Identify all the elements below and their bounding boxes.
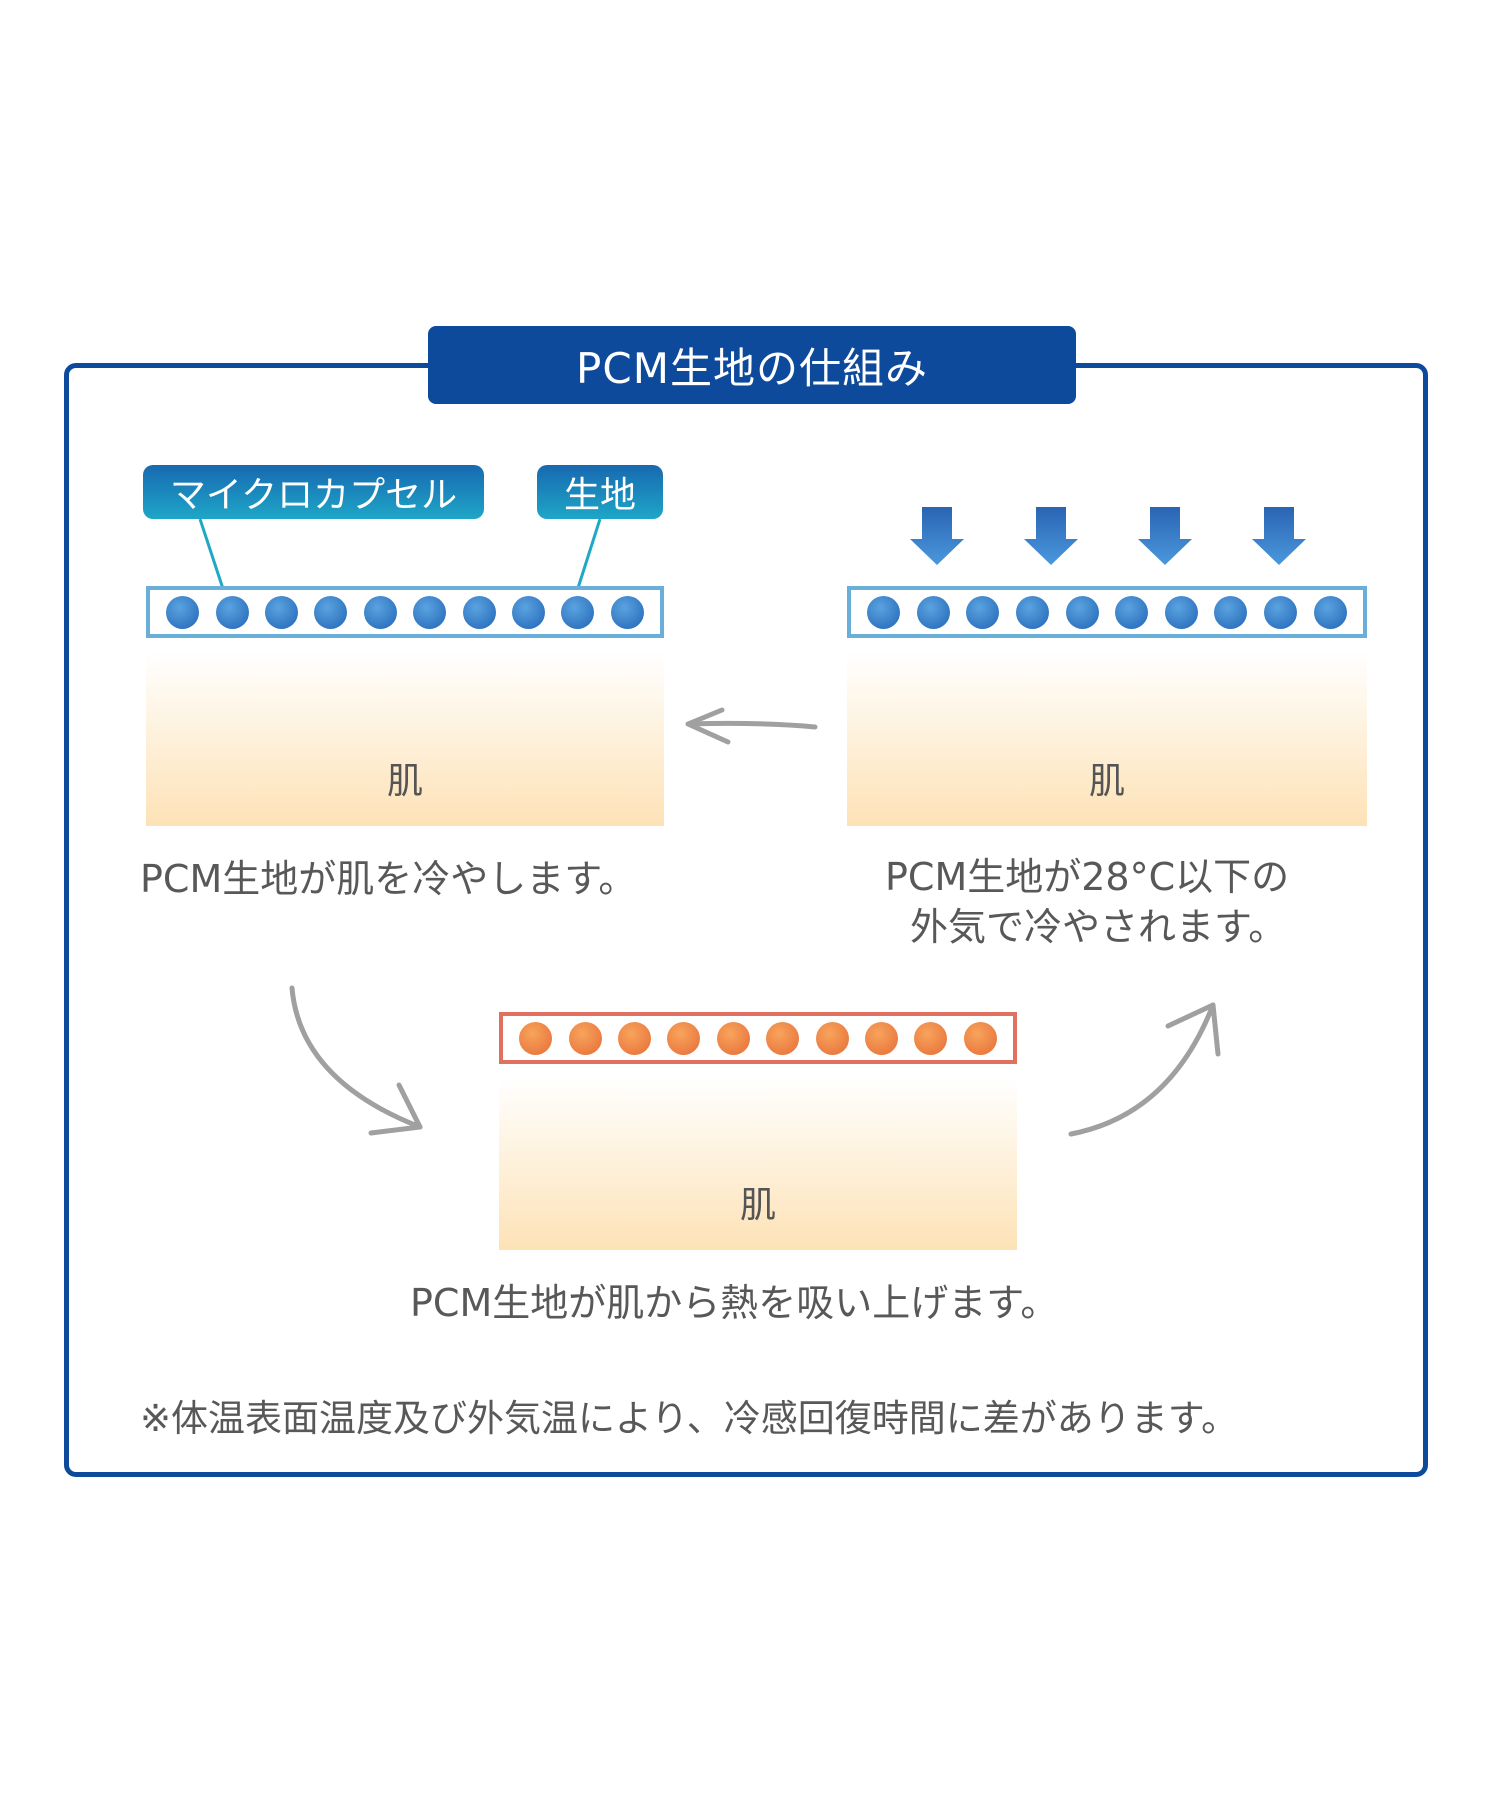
skin-label-right: 肌: [1088, 761, 1125, 802]
microcapsule-dot: [864, 1021, 898, 1055]
fabric-layer-left: [146, 586, 664, 638]
microcapsule-dot: [166, 595, 200, 629]
microcapsule-dot: [561, 595, 595, 629]
microcapsule-dot: [914, 1021, 948, 1055]
microcapsule-dot: [1164, 595, 1198, 629]
microcapsule-dot: [314, 595, 348, 629]
caption-cooled-by-air-line1: PCM生地が28°C以下の: [885, 855, 1290, 899]
microcapsule-dot: [1313, 595, 1347, 629]
skin-block-right: 肌: [847, 652, 1367, 826]
microcapsule-dot: [568, 1021, 602, 1055]
microcapsule-dot: [363, 595, 397, 629]
microcapsule-dot: [916, 595, 950, 629]
fabric-label: 生地: [537, 465, 663, 519]
microcapsule-dot: [519, 1021, 553, 1055]
microcapsule-dot: [1214, 595, 1248, 629]
microcapsule-dot: [716, 1021, 750, 1055]
microcapsule-dot: [963, 1021, 997, 1055]
microcapsule-dot: [815, 1021, 849, 1055]
diagram-frame: [64, 363, 1428, 1477]
microcapsule-dot: [264, 595, 298, 629]
microcapsule-dot: [966, 595, 1000, 629]
skin-block-bottom: 肌: [499, 1078, 1017, 1250]
microcapsule-dot: [867, 595, 901, 629]
microcapsule-dot: [1115, 595, 1149, 629]
skin-label-bottom: 肌: [739, 1185, 776, 1226]
microcapsule-label: マイクロカプセル: [143, 465, 484, 519]
microcapsule-dot: [1264, 595, 1298, 629]
fabric-layer-bottom: [499, 1012, 1017, 1064]
fabric-layer-right: [847, 586, 1367, 638]
microcapsule-dot: [610, 595, 644, 629]
microcapsule-dot: [1016, 595, 1050, 629]
footnote: ※体温表面温度及び外気温により、冷感回復時間に差があります。: [140, 1397, 1239, 1440]
microcapsule-dot: [667, 1021, 701, 1055]
microcapsule-dot: [766, 1021, 800, 1055]
microcapsule-dot: [462, 595, 496, 629]
microcapsule-dot: [1065, 595, 1099, 629]
caption-cooling-skin: PCM生地が肌を冷やします。: [140, 857, 637, 901]
diagram-title: PCM生地の仕組み: [428, 326, 1076, 404]
skin-block-left: 肌: [146, 652, 664, 826]
microcapsule-dot: [413, 595, 447, 629]
caption-cooled-by-air-line2: 外気で冷やされます。: [910, 905, 1287, 949]
microcapsule-dot: [617, 1021, 651, 1055]
microcapsule-dot: [215, 595, 249, 629]
microcapsule-dot: [511, 595, 545, 629]
caption-absorbing-heat: PCM生地が肌から熱を吸い上げます。: [410, 1281, 1059, 1325]
skin-label-left: 肌: [386, 761, 423, 802]
